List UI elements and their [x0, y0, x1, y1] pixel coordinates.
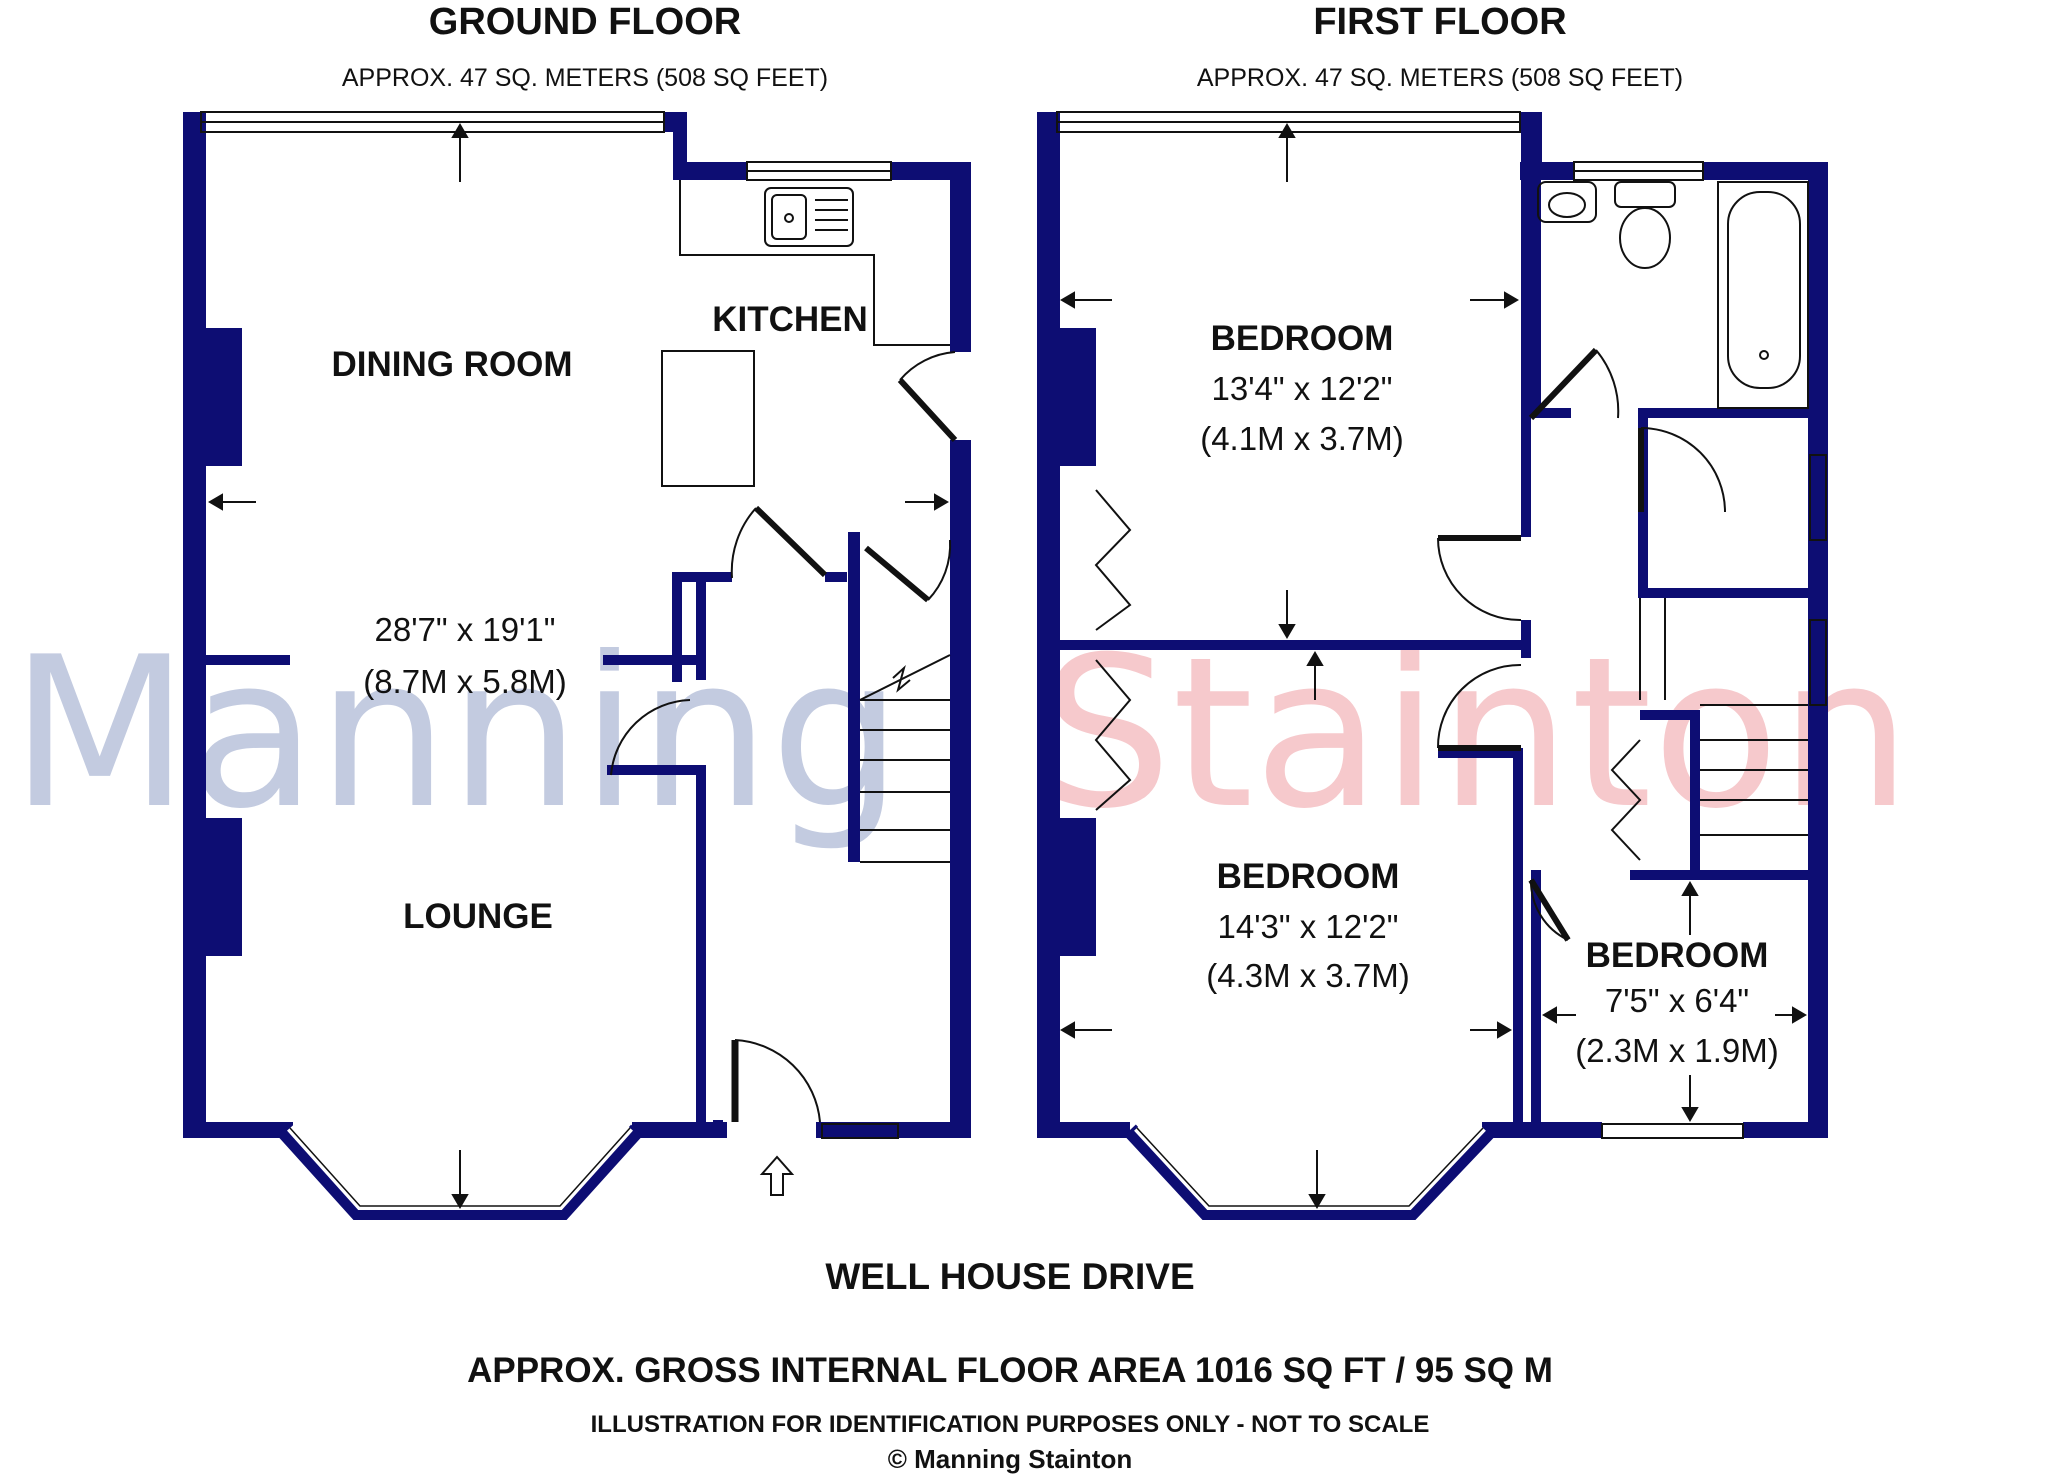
bedroom-3-dimension-imperial: 7'5" x 6'4" — [1605, 982, 1749, 1019]
street-name: WELL HOUSE DRIVE — [825, 1256, 1194, 1297]
washbasin-icon — [1537, 181, 1597, 223]
ground-rear-window — [821, 1123, 899, 1139]
first-floor-wardrobes — [1094, 489, 1642, 861]
ground-floor-walls — [183, 112, 971, 1138]
bath-icon — [1717, 181, 1809, 409]
first-floor-dimension-arrows — [1060, 123, 1807, 1209]
ground-floor-title: GROUND FLOOR — [429, 1, 741, 43]
ground-floor-dimension-arrows — [208, 123, 949, 1209]
dining-lounge-dimension-imperial: 28'7" x 19'1" — [375, 611, 556, 648]
dining-room-label: DINING ROOM — [331, 345, 572, 384]
first-floor-title: FIRST FLOOR — [1313, 1, 1566, 43]
bedroom-1-dimension-metric: (4.1M x 3.7M) — [1200, 420, 1404, 457]
ground-floor-area: APPROX. 47 SQ. METERS (508 SQ FEET) — [342, 64, 828, 92]
first-floor-bay-window — [1124, 1124, 1496, 1220]
bedroom-1-label: BEDROOM — [1211, 319, 1394, 358]
plan-labels: GROUND FLOOR APPROX. 47 SQ. METERS (508 … — [331, 1, 1778, 1474]
kitchen-label: KITCHEN — [712, 300, 868, 339]
lounge-label: LOUNGE — [403, 897, 553, 936]
bedroom-3-dimension-metric: (2.3M x 1.9M) — [1575, 1032, 1779, 1069]
toilet-icon — [1614, 181, 1676, 208]
bedroom-3-label: BEDROOM — [1586, 936, 1769, 975]
bedroom-2-dimension-imperial: 14'3" x 12'2" — [1218, 908, 1399, 945]
ground-floor-plan — [183, 111, 971, 1220]
bathroom-fittings — [1537, 181, 1809, 409]
ground-floor-stairs — [859, 654, 951, 863]
ground-floor-doors — [610, 351, 958, 1123]
entrance-arrow-icon — [759, 1155, 795, 1196]
watermark-stainton: Stainton — [1040, 613, 1911, 855]
bedroom-2-label: BEDROOM — [1217, 857, 1400, 896]
copyright-notice: © Manning Stainton — [888, 1444, 1132, 1474]
first-floor-plan — [1037, 111, 1828, 1220]
watermark-manning: Manning — [10, 613, 902, 855]
kitchen-sink-icon — [764, 187, 854, 247]
ground-floor-windows — [200, 111, 892, 181]
kitchen-fittings — [661, 180, 950, 487]
dining-lounge-dimension-metric: (8.7M x 5.8M) — [363, 663, 567, 700]
first-floor-walls — [1037, 112, 1828, 1138]
scale-disclaimer: ILLUSTRATION FOR IDENTIFICATION PURPOSES… — [591, 1411, 1430, 1438]
gross-floor-area: APPROX. GROSS INTERNAL FLOOR AREA 1016 S… — [467, 1351, 1553, 1390]
first-floor-doors — [1436, 347, 1726, 942]
kitchen-table-icon — [661, 350, 755, 487]
bedroom-2-dimension-metric: (4.3M x 3.7M) — [1206, 957, 1410, 994]
bedroom-1-dimension-imperial: 13'4" x 12'2" — [1212, 370, 1393, 407]
first-floor-area: APPROX. 47 SQ. METERS (508 SQ FEET) — [1197, 64, 1683, 92]
watermark: Manning Stainton — [10, 613, 1911, 855]
first-floor-stairs — [1639, 598, 1808, 836]
